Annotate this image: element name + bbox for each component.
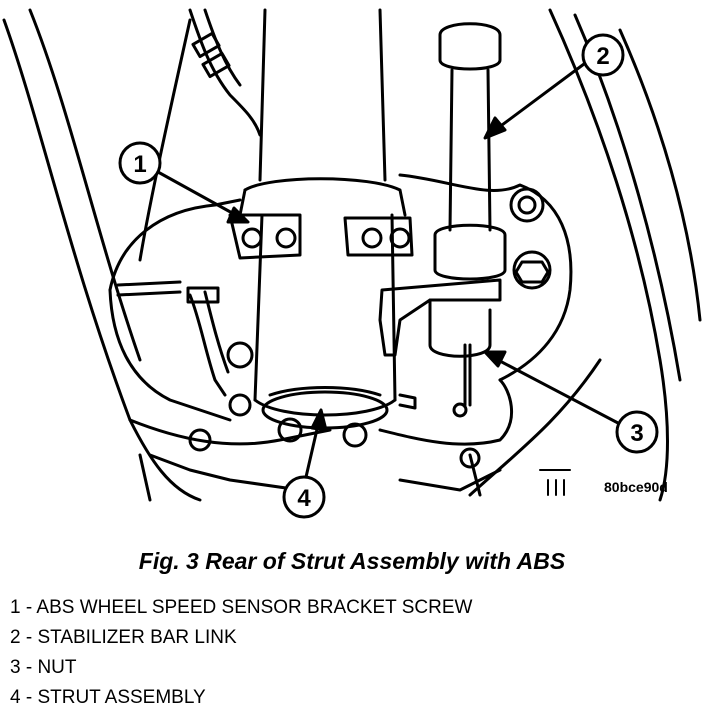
callout-4: 4 (282, 408, 328, 519)
figure-caption: Fig. 3 Rear of Strut Assembly with ABS (138, 548, 566, 574)
callout-1: 1 (118, 141, 250, 224)
legend-item: 3 - NUT (10, 657, 77, 678)
legend-list: 1 - ABS WHEEL SPEED SENSOR BRACKET SCREW… (10, 593, 472, 713)
knuckle-bolts (188, 187, 552, 469)
callout-4-leader (304, 423, 320, 479)
callout-2-number: 2 (596, 43, 609, 70)
callout-3-leader (496, 358, 620, 425)
callout-3: 3 (483, 350, 659, 454)
legend-item: 2 - STABILIZER BAR LINK (10, 627, 237, 648)
legend-item: 1 - ABS WHEEL SPEED SENSOR BRACKET SCREW (10, 597, 473, 618)
callout-1-leader (156, 170, 236, 216)
callout-4-number: 4 (297, 485, 311, 512)
steering-knuckle (108, 173, 573, 502)
stabilizer-bar-link (378, 22, 507, 407)
callout-1-number: 1 (133, 151, 146, 178)
callout-2-arrowhead (483, 116, 507, 140)
figure-reference-code: 80bce90d (604, 479, 668, 495)
brake-hose (188, 8, 262, 137)
callout-3-number: 3 (630, 420, 643, 447)
legend-item: 4 - STRUT ASSEMBLY (10, 687, 206, 708)
strut-assembly-illustration: 1 2 3 4 80bce90d (2, 8, 702, 519)
callout-4-arrowhead (310, 408, 328, 432)
callout-2: 2 (483, 33, 625, 140)
strut-clamp (228, 213, 414, 260)
abs-sensor-wire (116, 280, 417, 410)
callout-2-leader (496, 62, 586, 130)
callout-3-arrowhead (483, 350, 507, 368)
reference-mark (539, 469, 571, 496)
callout-1-arrowhead (226, 206, 250, 224)
